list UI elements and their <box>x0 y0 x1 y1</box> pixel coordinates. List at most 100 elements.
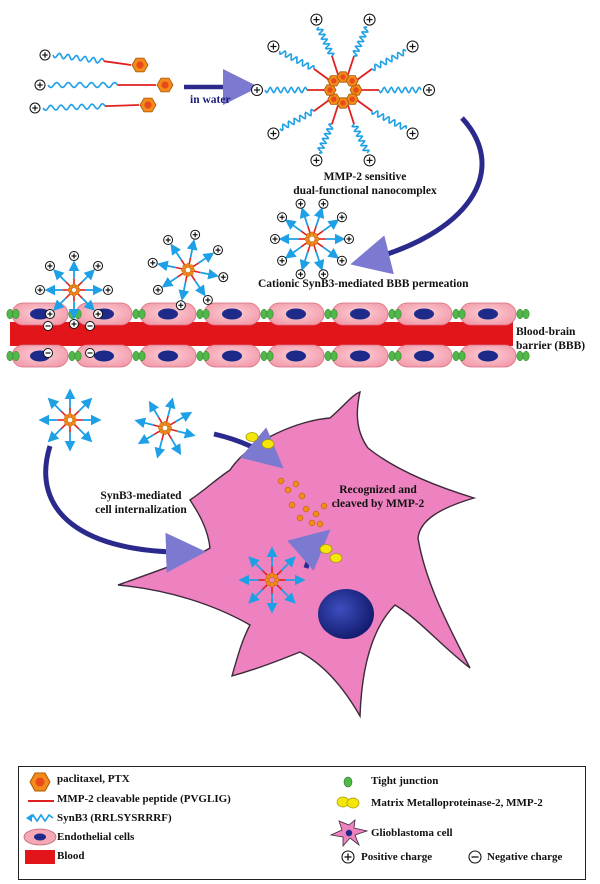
tight-junction <box>196 350 204 362</box>
mmp2-enzyme <box>329 553 343 563</box>
endothelial-cell <box>203 302 261 326</box>
negative-charge <box>43 321 53 331</box>
positive-charge <box>336 212 347 223</box>
tight-junction <box>330 308 338 320</box>
positive-charge <box>202 295 213 306</box>
glioblastoma-nucleus <box>318 589 374 639</box>
legend-box: paclitaxel, PTX MMP-2 cleavable peptide … <box>18 766 586 880</box>
bbb-label-line1: Blood-brain <box>516 326 576 338</box>
positive-charge <box>277 255 288 266</box>
synb3-icon <box>26 813 54 823</box>
nanocomplexes <box>35 13 435 614</box>
tight-junction <box>394 350 402 362</box>
bbb-label: Blood-brain barrier (BBB) <box>516 325 585 353</box>
unimer <box>29 97 157 114</box>
tight-junction <box>516 308 524 320</box>
legend-synb3: SynB3 (RRLSYSRRRF) <box>57 812 172 824</box>
legend-positive: Positive charge <box>361 851 433 863</box>
tight-junction <box>74 308 82 320</box>
endothelial-cell <box>395 344 453 368</box>
negative-charge <box>43 348 53 358</box>
endothelial-cell <box>331 344 389 368</box>
positive-charge <box>69 251 79 261</box>
ptx-core <box>336 97 350 109</box>
tight-junction <box>132 350 140 362</box>
ptx-particle <box>292 480 300 488</box>
nanocomplex <box>238 546 306 614</box>
tight-junction <box>522 350 530 362</box>
tight-junction <box>458 350 466 362</box>
ptx-core <box>345 75 359 87</box>
tight-junction <box>12 308 20 320</box>
negative-charge <box>85 321 95 331</box>
positive-charge <box>93 260 104 271</box>
positive-charge <box>152 284 163 295</box>
ptx-core <box>156 77 174 93</box>
internalization-arrow <box>43 445 206 573</box>
positive-charge <box>44 309 55 320</box>
tight-junction <box>138 308 146 320</box>
endothelial-cell <box>11 344 69 368</box>
endothelial-cell <box>267 302 325 326</box>
nanocomplex <box>134 397 196 459</box>
positive-charge <box>267 40 280 53</box>
ptx-particle <box>302 505 310 513</box>
ptx-core <box>323 84 337 96</box>
positive-charge <box>29 102 41 114</box>
positive-charge <box>318 198 329 209</box>
positive-charge <box>344 234 354 244</box>
legend-glioblastoma: Glioblastoma cell <box>371 827 453 839</box>
nanocomplex-caption: MMP-2 sensitive dual-functional nanocomp… <box>280 170 450 198</box>
positive-charge <box>93 309 104 320</box>
tight-junction <box>388 350 396 362</box>
ptx-particle <box>308 519 316 527</box>
tight-junction <box>74 350 82 362</box>
positive-charge <box>39 49 51 61</box>
legend-peptide: MMP-2 cleavable peptide (PVGLIG) <box>57 793 231 805</box>
bbb-label-line2: barrier (BBB) <box>516 340 586 352</box>
internalization-label: SynB3-mediated cell internalization <box>66 489 216 517</box>
tight-junction <box>452 350 460 362</box>
tight-junction <box>202 350 210 362</box>
unimer <box>39 49 149 73</box>
assembled-nanocomplex <box>251 13 435 167</box>
mmp2-enzyme <box>319 544 333 554</box>
tight-junction <box>458 308 466 320</box>
tight-junction <box>324 350 332 362</box>
positive-charge <box>318 269 329 280</box>
positive-charge <box>270 234 280 244</box>
endothelial-cell <box>267 344 325 368</box>
mmp2-enzyme <box>245 432 259 442</box>
nanocomplex-caption-line2: dual-functional nanocomplex <box>293 185 437 197</box>
blood-vessel <box>6 302 530 368</box>
positive-charge <box>336 255 347 266</box>
ptx-core <box>139 97 157 113</box>
legend-tight-junction: Tight junction <box>371 775 439 787</box>
positive-charge <box>295 198 306 209</box>
endothelial-cell <box>75 302 133 326</box>
endothelial-cell <box>331 302 389 326</box>
endothelial-cell <box>395 302 453 326</box>
tight-junction <box>266 350 274 362</box>
cleavage-arrow <box>287 529 331 571</box>
ptx-particle <box>298 492 306 500</box>
legend-endothelial: Endothelial cells <box>57 831 135 843</box>
positive-charge <box>34 79 46 91</box>
tight-junction <box>202 308 210 320</box>
cleaved-label-line1: Recognized and <box>339 484 417 496</box>
tight-junction <box>522 308 530 320</box>
legend-negative: Negative charge <box>487 851 563 863</box>
positive-charge <box>277 212 288 223</box>
tight-junction <box>394 308 402 320</box>
nanocomplex <box>35 251 113 329</box>
cleaved-label: Recognized and cleaved by MMP-2 <box>318 483 438 511</box>
unimer <box>34 77 174 93</box>
tight-junction <box>330 350 338 362</box>
positive-charge <box>213 245 224 256</box>
ptx-particle <box>316 520 324 528</box>
internalization-label-line1: SynB3-mediated <box>100 490 182 502</box>
ptx-particle <box>296 514 304 522</box>
positive-charge <box>251 84 263 96</box>
endothelial-cell <box>459 302 517 326</box>
